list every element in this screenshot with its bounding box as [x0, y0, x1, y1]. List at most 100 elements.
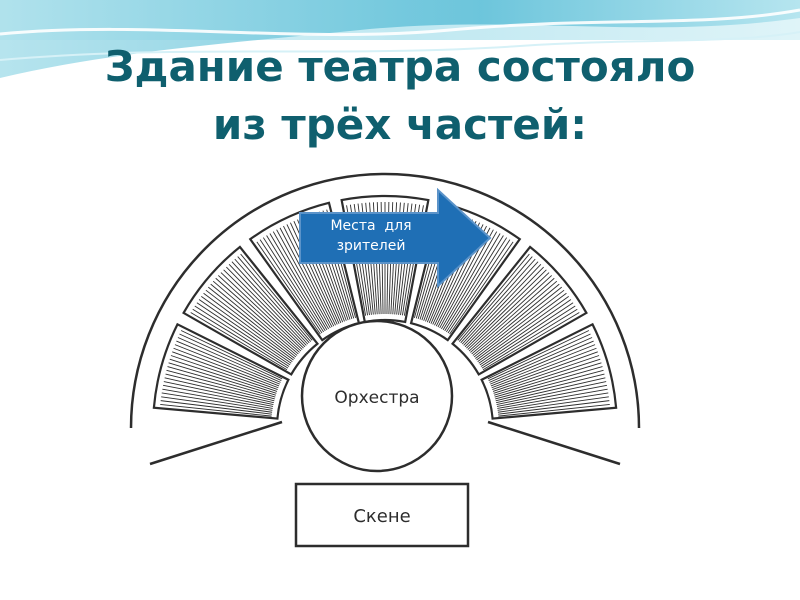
seat-row-line — [174, 344, 280, 387]
seat-row-line — [471, 280, 558, 355]
seat-row-line — [161, 396, 273, 413]
seat-row-line — [194, 305, 290, 367]
seat-row-line — [491, 347, 597, 389]
seat-row-line — [498, 404, 610, 417]
seat-row-line — [480, 305, 576, 367]
orchestra-circle — [300, 319, 454, 473]
seat-row-line — [234, 258, 310, 344]
seat-row-line — [279, 227, 333, 328]
seat-row-line — [449, 241, 514, 335]
seat-row-line — [481, 308, 578, 369]
seat-row-line — [192, 308, 289, 369]
seat-row-line — [166, 369, 275, 400]
seat-row-line — [467, 272, 550, 350]
skene-rectangle — [294, 482, 470, 548]
seat-row-line — [475, 289, 565, 359]
seat-row-line — [470, 277, 555, 353]
seats-label-line-1: Места для — [330, 218, 412, 234]
seat-row-line — [167, 366, 276, 398]
seat-row-line — [497, 396, 609, 413]
seat-row-line — [464, 266, 544, 348]
seat-row-line — [272, 231, 330, 330]
seat-row-line — [489, 337, 593, 383]
seat-row-line — [488, 333, 591, 381]
seat-row-line — [496, 377, 606, 404]
seat-row-line — [472, 283, 560, 356]
seat-row-line — [463, 264, 542, 346]
slide-title: Здание театра состояло из трёх частей: — [0, 38, 800, 154]
seat-row-line — [495, 369, 604, 400]
seat-row-line — [466, 269, 547, 349]
seat-row-line — [494, 366, 603, 398]
seat-row-line — [161, 392, 273, 411]
seat-row-line — [442, 233, 501, 331]
seat-row-line — [180, 330, 283, 380]
seat-row-line — [286, 224, 336, 326]
seat-row-line — [492, 351, 598, 391]
seat-row-line — [447, 239, 511, 334]
seat-row-line — [179, 333, 282, 381]
seat-row-line — [173, 347, 279, 389]
seat-row-line — [283, 225, 335, 327]
seat-row-line — [457, 253, 530, 341]
theatre-plan-drawing — [129, 172, 641, 548]
theatre-diagram: Места для зрителей Орхестра Скене — [120, 158, 650, 568]
arrow-right-icon — [299, 187, 492, 289]
seat-row-line — [262, 237, 324, 333]
seat-row-line — [490, 340, 594, 385]
seat-row-line — [490, 344, 596, 387]
top-wave-banner — [0, 0, 800, 78]
seat-row-line — [190, 312, 288, 371]
seat-row-line — [201, 296, 293, 362]
seat-row-line — [160, 400, 272, 415]
seat-row-line — [237, 256, 312, 342]
seat-row-line — [497, 388, 608, 409]
seat-row-line — [207, 286, 297, 358]
seat-row-line — [439, 229, 494, 329]
seat-row-line — [210, 283, 298, 356]
seat-row-line — [498, 400, 610, 415]
seating-sector — [152, 322, 290, 420]
seat-row-line — [276, 229, 331, 329]
seat-row-line — [228, 264, 307, 346]
seat-row-line — [217, 275, 302, 352]
orchestra-label: Орхестра — [334, 388, 420, 408]
seat-row-line — [494, 362, 602, 396]
seat-row-line — [269, 233, 328, 331]
seat-row-line — [162, 384, 274, 407]
seat-row-line — [256, 241, 321, 335]
seat-row-line — [215, 277, 300, 353]
seat-row-line — [476, 292, 567, 361]
seat-row-line — [160, 404, 272, 417]
seat-row-line — [170, 355, 278, 392]
right-wing-wall — [487, 420, 621, 466]
seat-row-line — [487, 330, 590, 380]
seat-row-line — [164, 377, 274, 404]
seat-row-line — [198, 299, 292, 364]
seat-row-line — [162, 388, 273, 409]
title-line-2: из трёх частей: — [212, 100, 588, 149]
seating-sector — [480, 322, 618, 420]
seat-row-line — [496, 384, 608, 407]
title-line-1: Здание театра состояло — [104, 42, 696, 91]
seat-row-line — [220, 272, 303, 350]
seat-row-line — [289, 222, 338, 325]
seat-row-line — [495, 373, 605, 402]
seat-row-line — [212, 280, 299, 355]
seat-row-line — [497, 392, 609, 411]
seat-row-line — [444, 235, 504, 332]
seat-row-line — [196, 302, 291, 366]
seat-row-line — [177, 337, 281, 383]
seat-row-line — [479, 302, 574, 366]
seat-row-line — [446, 237, 508, 333]
seats-label: Места для зрителей — [308, 216, 434, 256]
seat-row-line — [168, 362, 276, 396]
seat-row-line — [468, 275, 553, 352]
seat-row-line — [203, 292, 294, 361]
left-wing-wall — [149, 420, 283, 466]
seat-row-line — [496, 381, 607, 406]
seat-row-line — [240, 253, 313, 341]
skene-label: Скене — [353, 506, 411, 527]
seat-row-line — [223, 269, 304, 349]
seat-row-line — [458, 256, 533, 342]
